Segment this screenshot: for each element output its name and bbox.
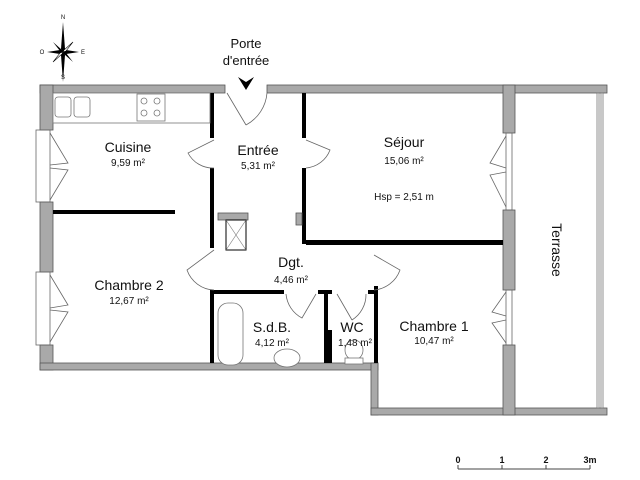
room-chambre-1: Chambre 1 10,47 m² xyxy=(399,318,468,347)
stove-icon xyxy=(136,93,166,122)
svg-text:S.d.B.: S.d.B. xyxy=(253,319,291,335)
room-wc: WC 1,48 m² xyxy=(338,319,373,349)
room-cuisine: Cuisine 9,59 m² xyxy=(105,139,152,169)
door-swings xyxy=(186,92,401,321)
svg-text:1,48 m²: 1,48 m² xyxy=(338,338,373,349)
svg-text:Chambre 1: Chambre 1 xyxy=(399,318,468,334)
exterior-walls xyxy=(39,84,608,416)
svg-text:Chambre 2: Chambre 2 xyxy=(94,277,163,293)
svg-text:Hsp = 2,51 m: Hsp = 2,51 m xyxy=(374,192,434,203)
sink-icon xyxy=(54,96,72,118)
svg-text:WC: WC xyxy=(340,319,363,335)
svg-text:9,59 m²: 9,59 m² xyxy=(111,158,146,169)
compass-rose-icon: N S E O xyxy=(40,15,85,82)
room-terrasse: Terrasse xyxy=(549,223,565,277)
compass-n: N xyxy=(61,15,65,21)
entrance-label-line2: d'entrée xyxy=(223,53,270,68)
compass-o: O xyxy=(40,50,45,56)
svg-text:Entrée: Entrée xyxy=(237,142,278,158)
toilet-tank-icon xyxy=(344,357,364,365)
svg-text:15,06 m²: 15,06 m² xyxy=(384,156,424,167)
compass-e: E xyxy=(81,50,85,56)
svg-text:10,47 m²: 10,47 m² xyxy=(414,336,454,347)
svg-text:Séjour: Séjour xyxy=(384,134,425,150)
windows xyxy=(35,129,513,346)
svg-text:5,31 m²: 5,31 m² xyxy=(241,161,276,172)
svg-text:4,12 m²: 4,12 m² xyxy=(255,338,290,349)
svg-text:12,67 m²: 12,67 m² xyxy=(109,296,149,307)
bathtub-icon xyxy=(217,302,244,366)
room-entree: Entrée 5,31 m² xyxy=(237,142,278,172)
room-salle-de-bain: S.d.B. 4,12 m² xyxy=(253,319,291,349)
scale-tick-2: 2 xyxy=(543,455,548,465)
room-sejour: Séjour 15,06 m² Hsp = 2,51 m xyxy=(374,134,434,203)
svg-text:4,46 m²: 4,46 m² xyxy=(274,275,309,286)
entrance-arrow-icon xyxy=(238,77,254,90)
compass-s: S xyxy=(61,75,65,81)
scale-bar: 0 1 2 3m xyxy=(455,455,597,470)
svg-text:Dgt.: Dgt. xyxy=(278,254,304,270)
svg-text:Cuisine: Cuisine xyxy=(105,139,152,155)
scale-tick-3: 3m xyxy=(583,455,596,465)
entrance-label-line1: Porte xyxy=(230,36,261,51)
scale-tick-1: 1 xyxy=(499,455,504,465)
interior-walls xyxy=(53,93,503,363)
kitchen-counter xyxy=(52,92,211,124)
room-chambre-2: Chambre 2 12,67 m² xyxy=(94,277,163,307)
room-degagement: Dgt. 4,46 m² xyxy=(274,254,309,286)
washbasin-icon xyxy=(273,348,301,368)
scale-tick-0: 0 xyxy=(455,455,460,465)
